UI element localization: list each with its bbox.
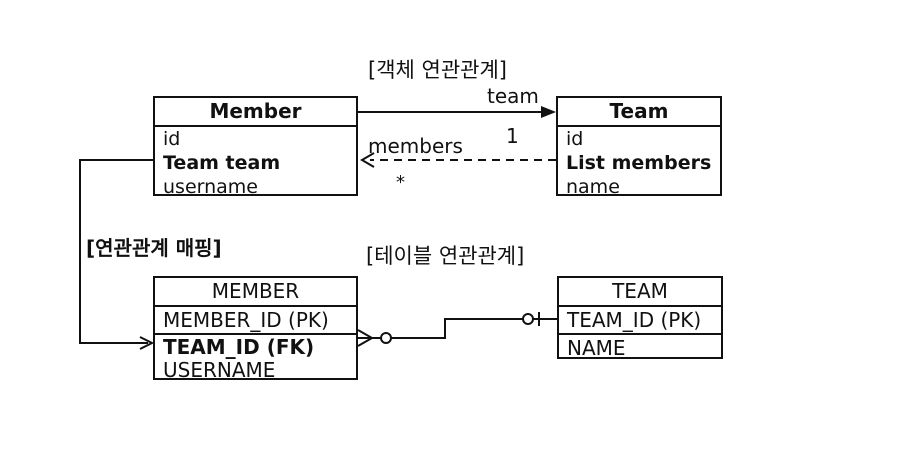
member-table-box[interactable]: MEMBER MEMBER_ID (PK) TEAM_ID (FK) USERN… (153, 276, 358, 382)
mapping-arrow (79, 159, 155, 350)
multiplicity-many: * (396, 172, 405, 193)
team-field-name: name (566, 176, 620, 198)
assoc-members-label: members (368, 134, 463, 158)
team-association-arrow (358, 106, 556, 118)
assoc-team-label: team (487, 84, 539, 108)
member-class-title: Member (155, 98, 356, 127)
team-table-title: TEAM (559, 278, 721, 307)
member-field-username: username (163, 176, 258, 198)
erd-relationship-line (357, 312, 557, 347)
member-table-title: MEMBER (155, 278, 356, 307)
table-relation-title: [테이블 연관관계] (366, 244, 525, 268)
team-class-title: Team (558, 98, 720, 127)
member-table-username: USERNAME (163, 358, 276, 382)
team-table-box[interactable]: TEAM TEAM_ID (PK) NAME (557, 276, 723, 360)
team-class-box[interactable]: Team id List members name (556, 96, 722, 198)
member-table-fk: TEAM_ID (FK) (163, 335, 315, 359)
team-field-members: List members (566, 152, 712, 174)
team-field-id: id (566, 128, 584, 150)
member-table-pk: MEMBER_ID (PK) (155, 307, 356, 335)
member-field-team: Team team (163, 152, 281, 174)
member-field-id: id (163, 128, 181, 150)
members-association-arrow (360, 152, 556, 168)
member-class-box[interactable]: Member id Team team username (153, 96, 358, 198)
team-table-pk: TEAM_ID (PK) (559, 307, 721, 335)
relation-mapping-label: [연관관계 매핑] (86, 236, 222, 260)
team-table-name: NAME (567, 336, 626, 360)
multiplicity-one: 1 (506, 124, 519, 148)
object-relation-title: [객체 연관관계] (368, 58, 507, 82)
